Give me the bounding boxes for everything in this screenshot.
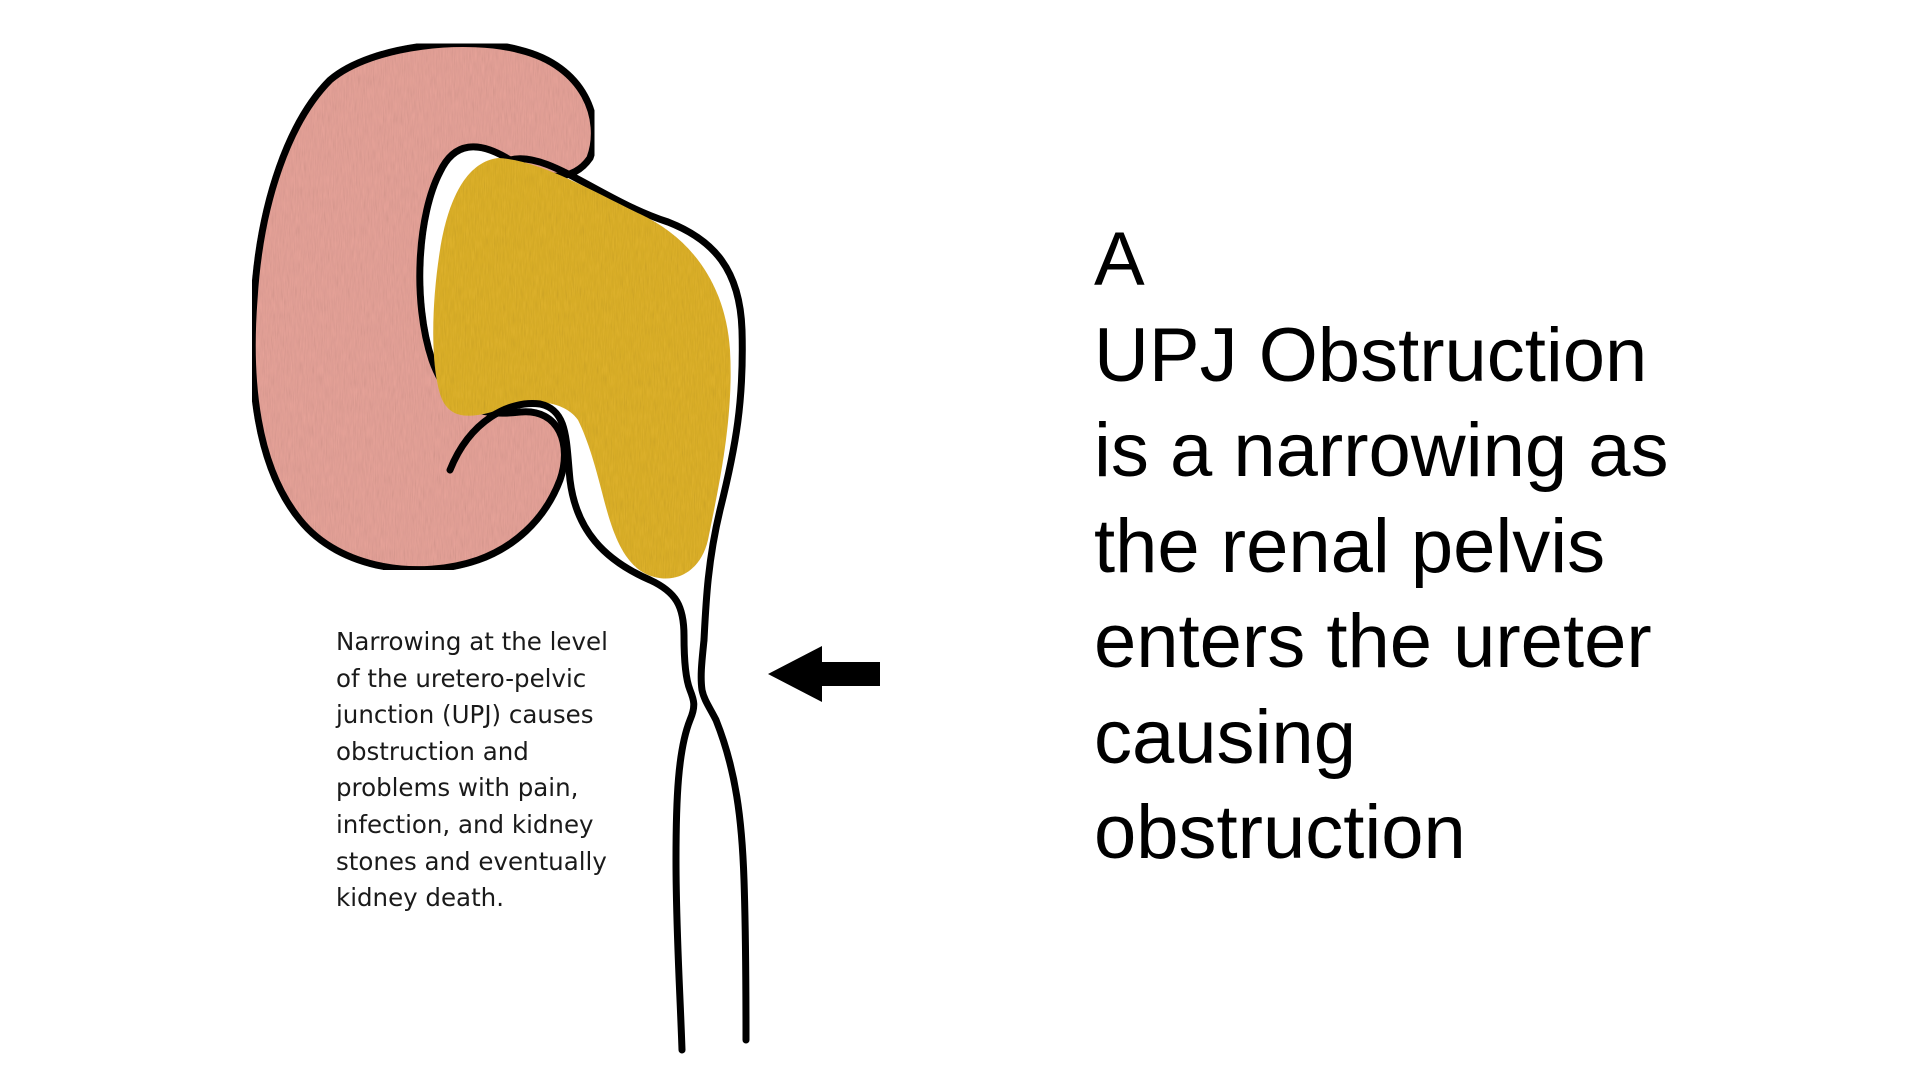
- caption-line: kidney death.: [336, 883, 504, 913]
- caption-line: of the uretero-pelvic: [336, 663, 587, 693]
- renal-pelvis: [433, 158, 731, 579]
- headline-line: UPJ Obstruction: [1094, 312, 1648, 398]
- headline-line: obstruction: [1094, 790, 1466, 875]
- upj-obstruction-illustration: [248, 40, 880, 1054]
- headline-line: is a narrowing as: [1094, 408, 1669, 493]
- caption-line: problems with pain,: [336, 773, 579, 803]
- ureter-right-wall: [697, 636, 750, 1044]
- left-arrow-icon: [768, 646, 880, 702]
- caption-line: stones and eventually: [336, 846, 607, 876]
- pelvis-left-wall: [506, 155, 746, 644]
- caption-line: junction (UPJ) causes: [336, 700, 594, 730]
- headline-line: enters the ureter: [1094, 599, 1652, 684]
- caption-line: Narrowing at the level: [336, 627, 608, 656]
- caption-line: infection, and kidney: [336, 809, 594, 839]
- diagram-caption: Narrowing at the level of the uretero-pe…: [336, 624, 636, 917]
- pelvis-inner-wall: [446, 400, 688, 640]
- ureter-left-wall: [672, 632, 698, 1054]
- headline-line: A: [1094, 217, 1145, 302]
- slide-headline: A UPJ Obstruction is a narrowing as the …: [1094, 212, 1854, 881]
- caption-line: obstruction and: [336, 736, 529, 766]
- headline-line: causing: [1094, 694, 1356, 780]
- headline-line: the renal pelvis: [1094, 503, 1606, 589]
